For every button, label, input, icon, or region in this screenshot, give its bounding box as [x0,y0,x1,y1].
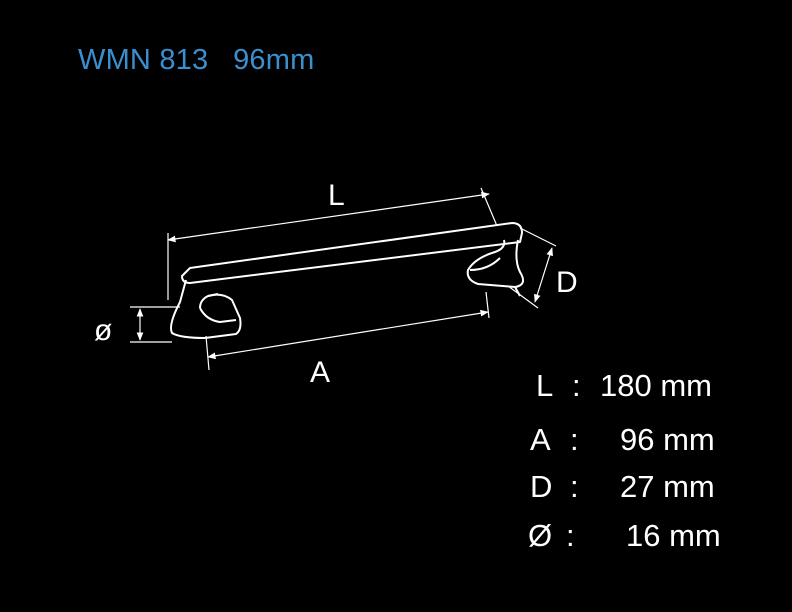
label-A: A [310,356,330,389]
spec-value: 16 mm [626,518,721,553]
label-diameter: ø [94,314,112,347]
spec-key: Ø [528,518,553,553]
spec-row: A : 96 mm [530,422,750,458]
product-title: WMN 813 96mm [78,44,315,76]
dimension-diameter [130,306,180,343]
spec-separator: : [566,518,575,553]
spec-row: L : 180 mm [536,368,756,404]
spec-value: 96 mm [620,422,715,457]
label-L: L [328,179,345,212]
spec-key: A [530,422,551,457]
spec-separator: : [570,469,579,504]
dimension-D [507,227,557,309]
dimension-L [167,187,498,300]
spec-separator: : [570,422,579,457]
spec-key: D [530,469,553,504]
label-D: D [556,266,578,299]
dimension-A [205,291,490,371]
spec-key: L [536,368,554,403]
spec-value: 180 mm [600,368,712,403]
handle-outline [170,222,525,339]
spec-row: Ø : 16 mm [528,518,748,554]
spec-value: 27 mm [620,469,715,504]
spec-row: D : 27 mm [530,469,750,505]
spec-separator: : [572,368,581,403]
